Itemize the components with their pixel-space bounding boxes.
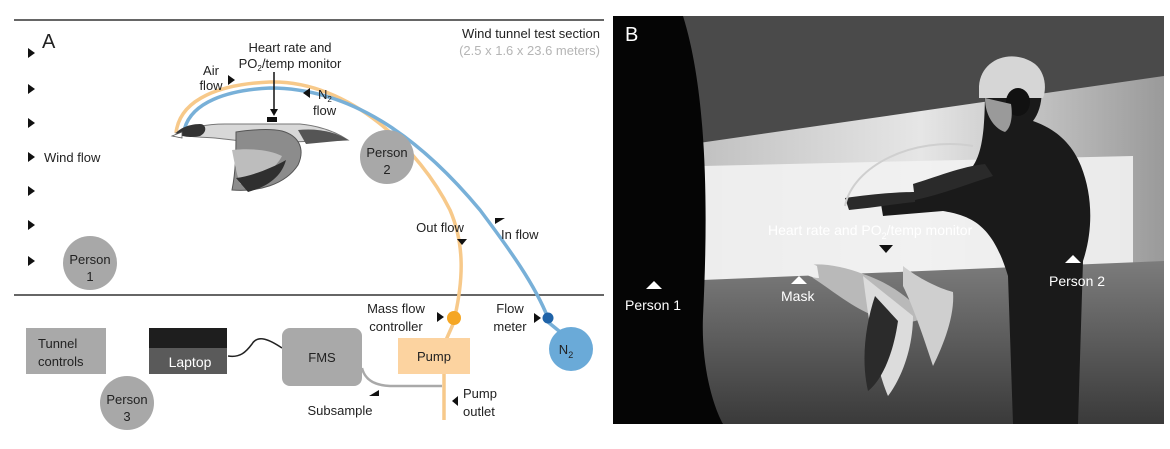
panel-b-person1-label: Person 1 [625, 297, 682, 313]
subsample-arrow-icon [369, 390, 379, 396]
pump-outlet-label-1: Pump [463, 386, 497, 401]
wind-arrow-icon [28, 84, 35, 94]
n2-tank-label: N2 [559, 342, 573, 360]
air-flow-label-1: Air [203, 63, 220, 78]
subsample-label: Subsample [307, 403, 372, 418]
flow-meter-label-2: meter [493, 319, 527, 334]
monitor-pointer-arrow-icon [270, 109, 278, 116]
air-tube [174, 80, 463, 317]
goose-photo [799, 263, 954, 396]
person-1-circle [63, 236, 117, 290]
person-1-silhouette [613, 16, 723, 424]
mass-flow-arrow-icon [437, 312, 444, 322]
mass-flow-tube [444, 321, 456, 341]
photo-illustration [613, 16, 1164, 424]
subsample-line [360, 367, 442, 388]
wind-arrows [28, 48, 35, 266]
monitor-label-line1: Heart rate and [248, 40, 331, 55]
n2-flow-label-2: flow [313, 103, 337, 118]
section-dims: (2.5 x 1.6 x 23.6 meters) [459, 43, 600, 58]
laptop-screen [149, 328, 227, 348]
fms-box [282, 328, 362, 386]
panel-b-person2-label: Person 2 [1049, 273, 1106, 289]
goose-illustration [170, 117, 350, 192]
tunnel-ceiling [678, 16, 1164, 146]
panel-b-letter: B [625, 24, 639, 46]
panel-a-schematic: A Wind tunnel test section (2.5 x 1.6 x … [14, 19, 604, 430]
person-2-silhouette [881, 63, 1091, 424]
pump-outlet-arrow-icon [452, 396, 458, 406]
flow-meter-arrow-icon [534, 313, 541, 323]
n2-tank [549, 327, 593, 371]
laptop-label: Laptop [169, 354, 212, 370]
wind-arrow-icon [28, 220, 35, 230]
panel-b-monitor-sub: 2 [881, 230, 887, 241]
wind-flow-label: Wind flow [44, 150, 101, 165]
panel-a-letter: A [42, 31, 56, 53]
tunnel-controls-label-1: Tunnel [38, 336, 77, 351]
person-3-label-2: 3 [123, 409, 130, 424]
panel-b-monitor-post: /temp monitor [886, 222, 973, 238]
in-flow-label: In flow [501, 227, 539, 242]
laptop-base [149, 348, 227, 374]
person-3-label-1: Person [106, 392, 147, 407]
panel-b-monitor-label: Heart rate and PO2/temp monitor [768, 222, 972, 241]
panel-b-mask-label: Mask [781, 288, 815, 304]
flow-meter-label-1: Flow [496, 301, 524, 316]
flow-meter-dot [542, 312, 554, 324]
panel-b-monitor-pre: Heart rate and PO [768, 222, 882, 238]
n2-flow-label-1: N2 [318, 87, 332, 104]
wind-arrow-icon [28, 256, 35, 266]
person-3-circle [100, 376, 154, 430]
person-2-label-1: Person [366, 145, 407, 160]
person-1-label-1: Person [69, 252, 110, 267]
wind-arrow-icon [28, 48, 35, 58]
panel-b-photo: B Heart rate and PO2/temp monitor Mask P… [613, 16, 1164, 424]
in-flow-arrow-icon [495, 218, 505, 224]
pump-label: Pump [417, 349, 451, 364]
wind-arrow-icon [28, 118, 35, 128]
mass-flow-label-2: controller [369, 319, 423, 334]
pump-box [398, 338, 470, 374]
fms-label: FMS [308, 350, 336, 365]
mass-flow-controller-dot [447, 311, 461, 325]
person-2-circle [360, 130, 414, 184]
mass-flow-label-1: Mass flow [367, 301, 425, 316]
n2-flow-arrow-icon [303, 88, 310, 98]
panel-b-monitor-arrow-icon [879, 245, 893, 253]
laptop-cable [227, 338, 283, 358]
air-flow-label-2: flow [199, 78, 223, 93]
tunnel-controls-box [26, 328, 106, 374]
person-2-label-2: 2 [383, 162, 390, 177]
wind-arrow-icon [28, 152, 35, 162]
panel-b-person2-arrow-icon [1065, 255, 1081, 263]
tunnel-controls-label-2: controls [38, 354, 84, 369]
section-title: Wind tunnel test section [462, 26, 600, 41]
out-flow-label: Out flow [416, 220, 464, 235]
n2-tube [182, 86, 550, 319]
monitor-label-line2: PO2/temp monitor [239, 56, 342, 73]
person-1-label-2: 1 [86, 269, 93, 284]
panel-b-person1-arrow-icon [646, 281, 662, 289]
out-flow-arrow-icon [457, 239, 467, 245]
panel-b-mask-arrow-icon [791, 276, 807, 284]
pump-outlet-label-2: outlet [463, 404, 495, 419]
wind-arrow-icon [28, 186, 35, 196]
air-flow-arrow-icon [228, 75, 235, 85]
